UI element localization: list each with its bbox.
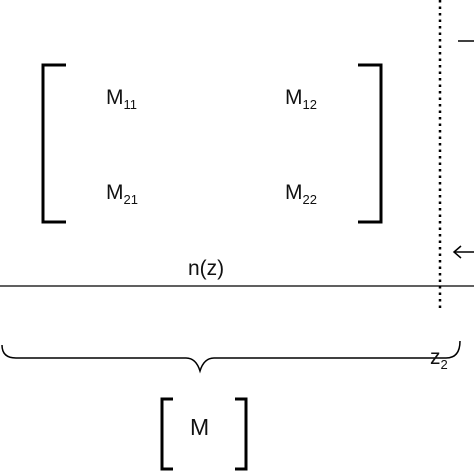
- right-arrow-pointer: [452, 245, 474, 259]
- matrix-element-m22: M22: [285, 181, 317, 207]
- matrix-left-bracket: [41, 63, 66, 224]
- summary-left-bracket: [160, 397, 173, 471]
- matrix-right-bracket: [358, 63, 383, 224]
- summary-matrix-label: M: [190, 414, 210, 440]
- underbrace: [1, 340, 461, 374]
- summary-right-bracket: [235, 397, 248, 471]
- boundary-label: z2: [430, 346, 448, 372]
- matrix-element-m11: M11: [106, 86, 137, 112]
- matrix-element-m12: M12: [285, 86, 317, 112]
- matrix-element-m21: M21: [106, 181, 138, 207]
- refractive-index-label: n(z): [188, 257, 225, 280]
